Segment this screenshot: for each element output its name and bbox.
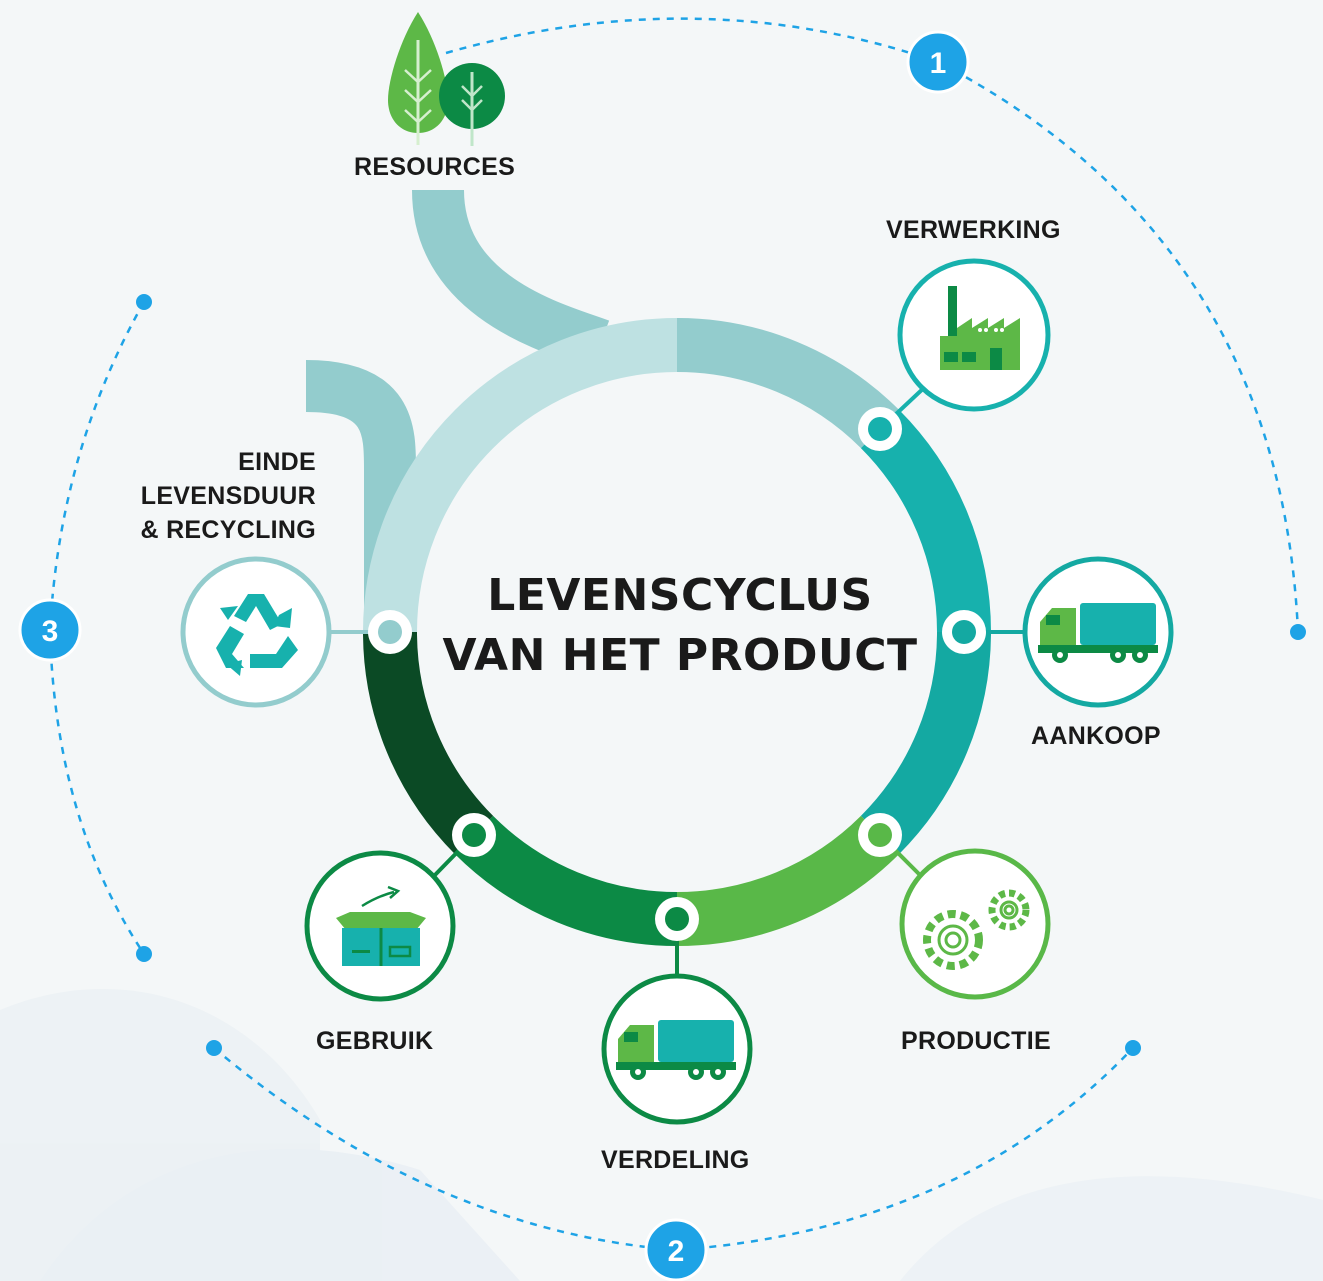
aankoop-icon-circle [1022, 556, 1174, 708]
box-icon [336, 885, 426, 966]
factory-icon [940, 286, 1020, 370]
label-verwerking: VERWERKING [886, 216, 1061, 244]
arc-phase-1 [445, 17, 1300, 633]
resources-pipe [412, 188, 610, 370]
badge-phase-3: 3 [18, 598, 82, 662]
gears-icon [923, 889, 1030, 970]
center-title-line1: LEVENSCYCLUS [487, 570, 873, 621]
ring-nodes [368, 407, 986, 941]
background-decoration [0, 988, 1323, 1281]
label-resources: RESOURCES [354, 153, 516, 181]
label-aankoop: AANKOOP [1031, 722, 1161, 750]
badge-2-label: 2 [668, 1235, 685, 1268]
verwerking-icon-circle [897, 258, 1051, 412]
gebruik-icon-circle [304, 850, 456, 1002]
label-einde-line2: LEVENSDUUR [140, 482, 316, 510]
badge-1-label: 1 [930, 47, 947, 80]
badge-3-label: 3 [42, 615, 59, 648]
badge-phase-2: 2 [644, 1218, 708, 1281]
arc-endpoints [136, 294, 1306, 1056]
label-gebruik: GEBRUIK [316, 1027, 434, 1055]
recycle-icon [216, 594, 298, 676]
verdeling-icon-circle [601, 973, 753, 1125]
outer-dashed-arcs [48, 17, 1300, 1252]
label-einde-line1: EINDE [238, 448, 316, 476]
tree-icon [388, 12, 505, 146]
label-verdeling: VERDELING [601, 1146, 750, 1174]
label-productie: PRODUCTIE [901, 1027, 1051, 1055]
badge-phase-1: 1 [906, 30, 970, 94]
arc-phase-2 [213, 1047, 1134, 1252]
center-title-line2: VAN HET PRODUCT [442, 630, 918, 681]
label-einde-line3: & RECYCLING [140, 516, 316, 544]
recycling-icon-circle [180, 556, 332, 708]
recycling-pipe [305, 360, 416, 630]
truck-icon [616, 1020, 736, 1080]
productie-icon-circle [899, 848, 1051, 1000]
truck-icon [1038, 603, 1158, 663]
lifecycle-ring [362, 317, 992, 947]
